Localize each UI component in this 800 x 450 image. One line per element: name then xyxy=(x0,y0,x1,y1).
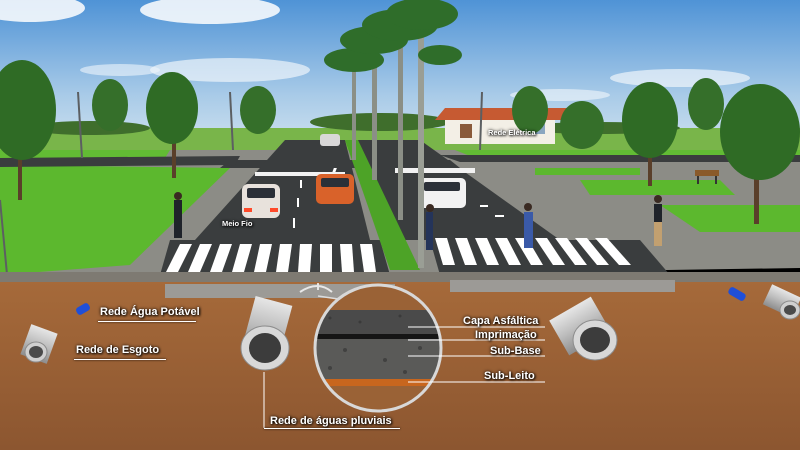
bench xyxy=(695,170,719,184)
label-rede-esgoto: Rede de Esgoto xyxy=(76,344,160,356)
label-capa-asfaltica: Capa Asfáltica xyxy=(463,315,539,327)
layer-leader-lines xyxy=(263,326,545,428)
underline-rede-agua xyxy=(98,321,196,322)
road-base-right xyxy=(450,280,675,292)
crosswalk-far xyxy=(255,168,475,176)
label-rede-aguas-pluviais: Rede de águas pluviais xyxy=(270,415,392,427)
underline-rede-esgoto xyxy=(74,359,166,360)
car-white-right xyxy=(418,178,466,208)
layer-sub-base xyxy=(315,339,441,379)
label-imprimacao: Imprimação xyxy=(475,329,537,341)
rain-pipe-left xyxy=(240,296,293,371)
road-left-lane xyxy=(195,140,370,240)
road-base-left xyxy=(165,284,395,298)
street-lamps xyxy=(0,91,483,286)
car-orange xyxy=(316,174,354,204)
label-sub-leito: Sub-Leito xyxy=(484,370,535,382)
sewer-pipe-left xyxy=(20,324,58,364)
sewer-pipe-right xyxy=(762,284,800,320)
rain-pipe-right xyxy=(549,296,618,361)
layer-imprimacao xyxy=(315,334,441,339)
car-distant xyxy=(320,134,340,146)
median-strip xyxy=(345,140,420,270)
grass-left xyxy=(0,165,230,275)
label-sub-base: Sub-Base xyxy=(490,345,541,357)
pedestrians xyxy=(174,192,662,250)
label-meio-fio: Meio Fio xyxy=(222,219,253,228)
underline-rede-pluviais xyxy=(264,428,400,429)
palm-trees xyxy=(324,0,462,268)
layer-sub-leito xyxy=(315,379,441,386)
house xyxy=(435,108,575,144)
crosswalk-left xyxy=(166,244,376,272)
crosswalk-right xyxy=(435,238,631,265)
grass-right xyxy=(580,180,735,195)
trees xyxy=(0,60,800,224)
label-rede-agua-potavel: Rede Água Potável xyxy=(100,306,200,318)
car-white-left xyxy=(242,184,280,218)
water-pipes xyxy=(76,287,746,315)
layer-capa-asfaltica xyxy=(315,310,441,336)
label-rede-eletrica: Rede Elétrica xyxy=(488,128,536,137)
